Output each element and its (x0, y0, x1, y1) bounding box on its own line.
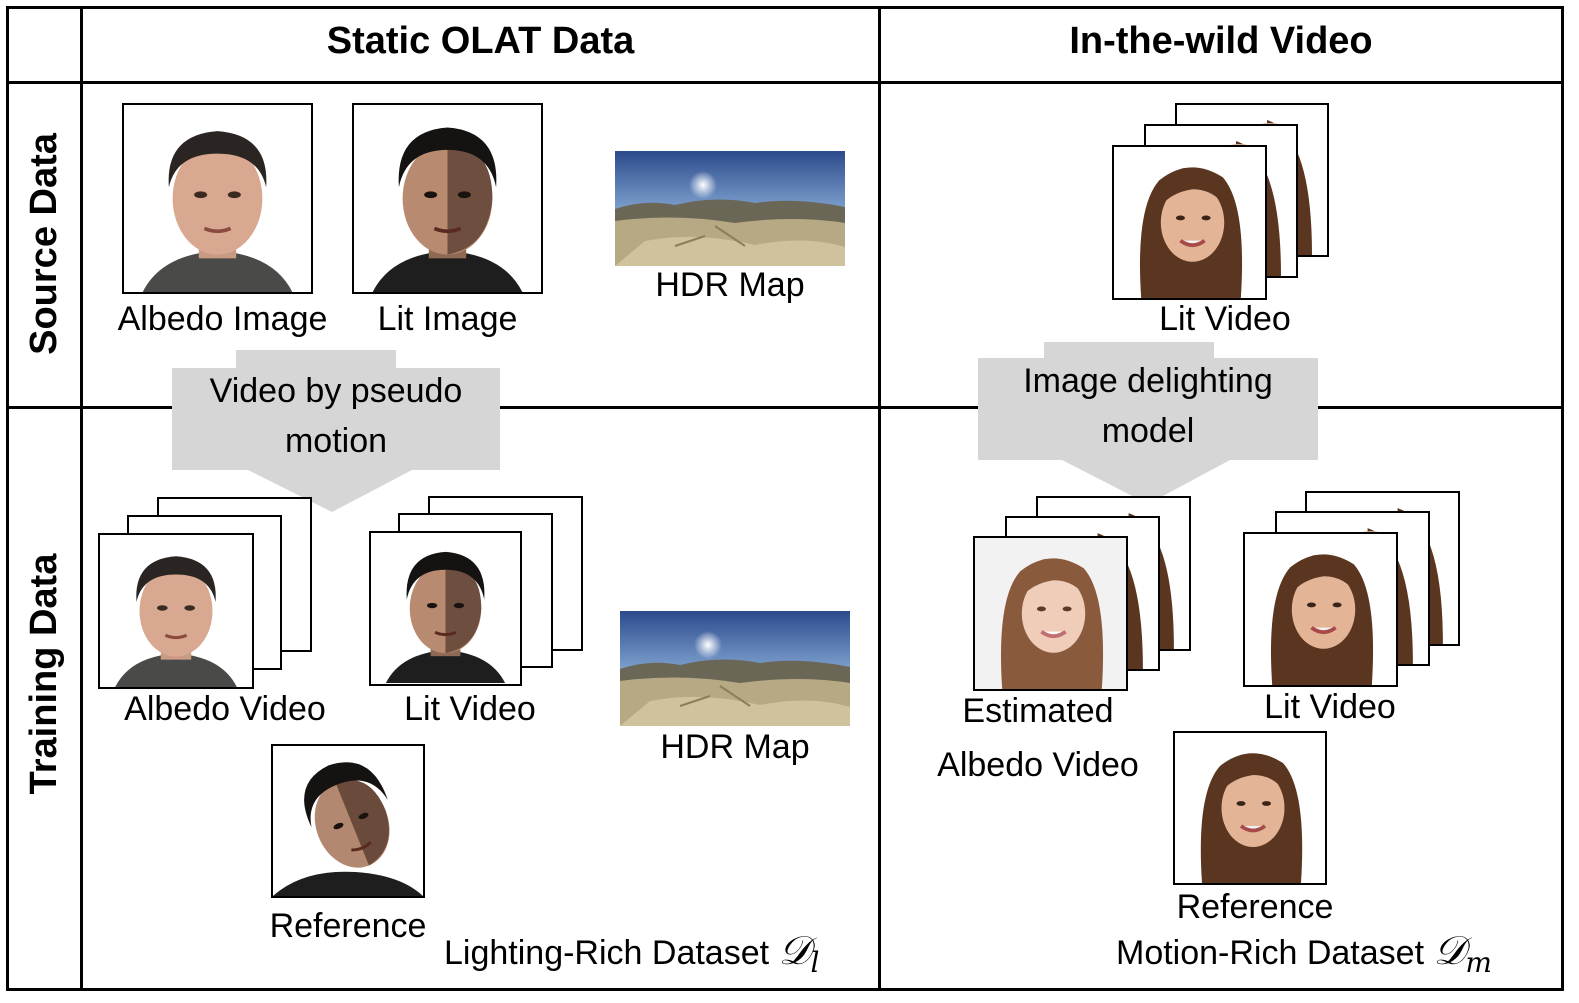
lit-video-caption-source: Lit Video (1159, 300, 1291, 338)
delighting-arrow (978, 342, 1318, 504)
reference-caption-left: Reference (269, 907, 427, 945)
lighting-rich-dataset-subscript: l (810, 945, 820, 979)
table-border-left (6, 6, 9, 991)
estimated-albedo-frame-front (973, 536, 1128, 691)
lit-image-thumbnail (352, 103, 543, 294)
delighting-arrow-label: Image delighting model (978, 356, 1318, 456)
lit-video-caption-training-right: Lit Video (1264, 688, 1396, 726)
estimated-albedo-caption: Estimated Albedo Video (918, 684, 1158, 792)
column-header-static-olat: Static OLAT Data (326, 20, 635, 62)
pseudo-motion-arrow-label: Video by pseudo motion (172, 366, 500, 466)
label-column-divider (80, 6, 83, 991)
hdr-map-image-training (620, 611, 850, 726)
delighting-line2: model (1101, 412, 1195, 450)
motion-rich-dataset-label: Motion-Rich Dataset 𝒟m (1116, 928, 1492, 979)
reference-thumbnail-right (1173, 731, 1327, 885)
reference-thumbnail-left (271, 744, 425, 898)
lit-video-frame-front (1112, 145, 1267, 300)
lit-video-frame-front-left (369, 531, 522, 686)
lighting-rich-dataset-label: Lighting-Rich Dataset 𝒟l (444, 928, 819, 979)
delighting-line1: Image delighting (1023, 362, 1273, 400)
motion-rich-dataset-symbol: 𝒟 (1433, 928, 1466, 974)
motion-rich-dataset-subscript: m (1465, 945, 1492, 979)
pseudo-motion-line2: motion (284, 422, 388, 460)
lit-video-caption-training-left: Lit Video (404, 690, 536, 728)
table-border-top (6, 6, 1564, 9)
row-divider (6, 406, 1564, 409)
table-border-bottom (6, 988, 1564, 991)
estimated-albedo-line2: Albedo Video (937, 746, 1139, 784)
albedo-image-thumbnail (122, 103, 313, 294)
reference-caption-right: Reference (1176, 888, 1334, 926)
row-label-source: Source Data (23, 133, 65, 355)
lit-image-caption: Lit Image (377, 300, 518, 338)
lighting-rich-dataset-symbol: 𝒟 (778, 928, 811, 974)
albedo-video-frame-front (98, 533, 254, 689)
albedo-video-caption: Albedo Video (124, 690, 326, 728)
lit-video-frame-front-right (1243, 532, 1398, 687)
header-divider (6, 81, 1564, 84)
hdr-map-caption-source: HDR Map (655, 266, 805, 304)
estimated-albedo-line1: Estimated (962, 692, 1114, 730)
hdr-map-image-source (615, 151, 845, 266)
row-label-training: Training Data (23, 553, 65, 795)
motion-rich-dataset-text: Motion-Rich Dataset (1116, 934, 1425, 972)
albedo-image-caption: Albedo Image (117, 300, 328, 338)
hdr-map-caption-training: HDR Map (660, 728, 810, 766)
table-border-right (1561, 6, 1564, 991)
pseudo-motion-line1: Video by pseudo (209, 372, 463, 410)
pseudo-motion-arrow (172, 350, 500, 512)
lighting-rich-dataset-text: Lighting-Rich Dataset (444, 934, 770, 972)
column-divider (878, 6, 881, 991)
column-header-in-the-wild: In-the-wild Video (1069, 20, 1373, 62)
